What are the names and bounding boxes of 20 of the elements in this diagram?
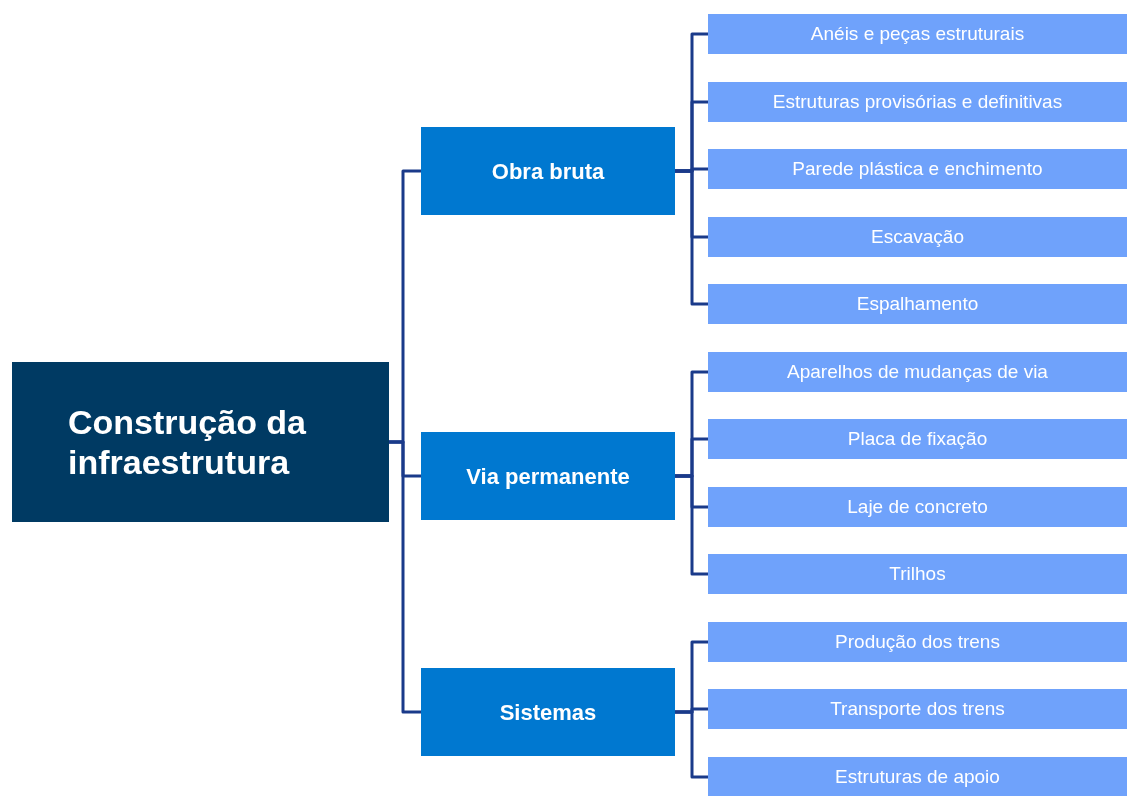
item-box: Estruturas provisórias e definitivas — [708, 82, 1127, 122]
category-box: Sistemas — [421, 668, 675, 756]
item-box: Espalhamento — [708, 284, 1127, 324]
connector-line — [389, 440, 421, 714]
category-box: Obra bruta — [421, 127, 675, 215]
category-box: Via permanente — [421, 432, 675, 520]
connector-line — [675, 710, 708, 779]
item-box: Laje de concreto — [708, 487, 1127, 527]
item-box: Anéis e peças estruturais — [708, 14, 1127, 54]
item-box: Trilhos — [708, 554, 1127, 594]
item-box: Estruturas de apoio — [708, 757, 1127, 796]
root-box: Construção da infraestrutura — [12, 362, 389, 522]
item-box: Aparelhos de mudanças de via — [708, 352, 1127, 392]
connector-line — [675, 474, 708, 576]
item-box: Escavação — [708, 217, 1127, 257]
item-box: Transporte dos trens — [708, 689, 1127, 729]
item-box: Produção dos trens — [708, 622, 1127, 662]
item-box: Placa de fixação — [708, 419, 1127, 459]
item-box: Parede plástica e enchimento — [708, 149, 1127, 189]
connector-line — [675, 169, 708, 306]
